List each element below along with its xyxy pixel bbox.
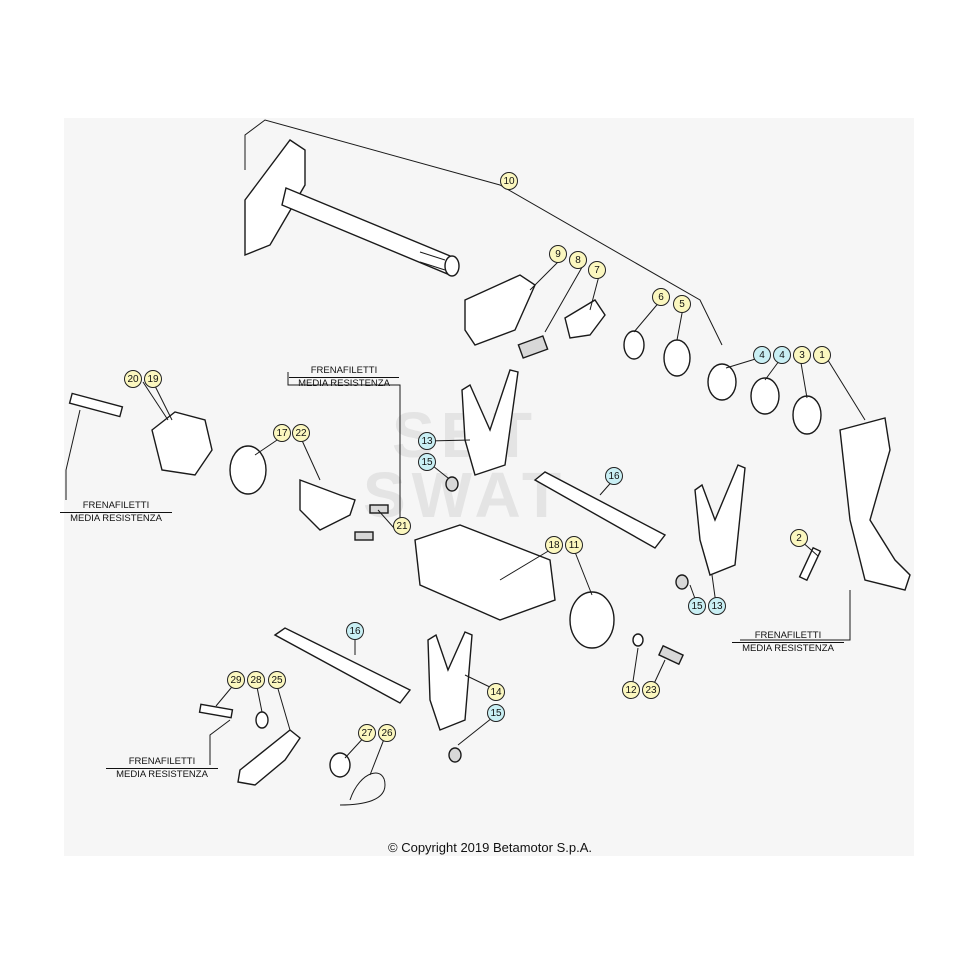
callout-1: 1 — [813, 346, 831, 364]
bolt — [798, 546, 822, 582]
retaining-plate — [299, 478, 356, 531]
callout-14: 14 — [487, 683, 505, 701]
callout-16: 16 — [346, 622, 364, 640]
callout-26: 26 — [378, 724, 396, 742]
note-line-2: MEDIA RESISTENZA — [742, 643, 834, 654]
callout-10: 10 — [500, 172, 518, 190]
shift-fork — [427, 631, 473, 731]
callout-6: 6 — [652, 288, 670, 306]
callout-11: 11 — [565, 536, 583, 554]
callout-4: 4 — [753, 346, 771, 364]
callout-13: 13 — [708, 597, 726, 615]
shift-plate — [464, 274, 536, 346]
callout-28: 28 — [247, 671, 265, 689]
shift-lever — [839, 417, 911, 591]
oil-seal — [229, 445, 267, 495]
screw — [354, 531, 374, 541]
note-line-1: FRENAFILETTI — [106, 756, 218, 769]
star-wheel — [151, 411, 213, 476]
fork-shaft — [273, 627, 412, 704]
cam — [564, 299, 606, 339]
fork-pin — [448, 747, 462, 763]
fork-pin — [675, 574, 689, 590]
shift-fork — [461, 369, 519, 476]
note-line-1: FRENAFILETTI — [732, 630, 844, 643]
torsion-spring — [339, 772, 386, 806]
gear-shift-shaft — [244, 139, 460, 277]
note-line-2: MEDIA RESISTENZA — [298, 378, 390, 389]
callout-15: 15 — [487, 704, 505, 722]
callout-27: 27 — [358, 724, 376, 742]
note-line-2: MEDIA RESISTENZA — [70, 513, 162, 524]
spring — [517, 335, 549, 359]
roller — [329, 752, 351, 778]
callout-12: 12 — [622, 681, 640, 699]
bearing — [750, 377, 780, 415]
washer — [663, 339, 691, 377]
selector-arm — [237, 729, 301, 786]
callout-19: 19 — [144, 370, 162, 388]
shift-fork — [694, 464, 746, 576]
fork-shaft — [533, 471, 667, 549]
drum-ring — [569, 591, 615, 649]
fork-pin — [445, 476, 459, 492]
callout-18: 18 — [545, 536, 563, 554]
callout-15: 15 — [688, 597, 706, 615]
seal — [792, 395, 822, 435]
bearing — [707, 363, 737, 401]
callout-5: 5 — [673, 295, 691, 313]
callout-17: 17 — [273, 424, 291, 442]
note-line-1: FRENAFILETTI — [60, 500, 172, 513]
callout-9: 9 — [549, 245, 567, 263]
neutral-switch — [657, 644, 685, 666]
thread-locker-note: FRENAFILETTI MEDIA RESISTENZA — [106, 756, 218, 781]
callout-16: 16 — [605, 467, 623, 485]
leader-lines — [65, 119, 866, 776]
screw — [369, 504, 389, 514]
callout-21: 21 — [393, 517, 411, 535]
copyright-text: © Copyright 2019 Betamotor S.p.A. — [388, 840, 592, 855]
callout-13: 13 — [418, 432, 436, 450]
washer — [632, 633, 644, 647]
note-line-2: MEDIA RESISTENZA — [116, 769, 208, 780]
callout-25: 25 — [268, 671, 286, 689]
callout-29: 29 — [227, 671, 245, 689]
note-line-1: FRENAFILETTI — [289, 365, 399, 378]
bolt — [68, 392, 124, 418]
callout-22: 22 — [292, 424, 310, 442]
thread-locker-note: FRENAFILETTI MEDIA RESISTENZA — [289, 365, 399, 390]
callout-3: 3 — [793, 346, 811, 364]
callout-20: 20 — [124, 370, 142, 388]
thread-locker-note: FRENAFILETTI MEDIA RESISTENZA — [60, 500, 172, 525]
callout-8: 8 — [569, 251, 587, 269]
callout-23: 23 — [642, 681, 660, 699]
bolt — [198, 703, 234, 719]
washer — [255, 711, 269, 729]
callout-2: 2 — [790, 529, 808, 547]
thread-locker-note: FRENAFILETTI MEDIA RESISTENZA — [732, 630, 844, 655]
callout-15: 15 — [418, 453, 436, 471]
diagram-panel — [64, 118, 914, 856]
watermark-line-2: SWAT — [362, 459, 568, 531]
spring-clip — [623, 330, 645, 360]
shift-drum — [414, 524, 556, 621]
callout-7: 7 — [588, 261, 606, 279]
callout-4: 4 — [773, 346, 791, 364]
